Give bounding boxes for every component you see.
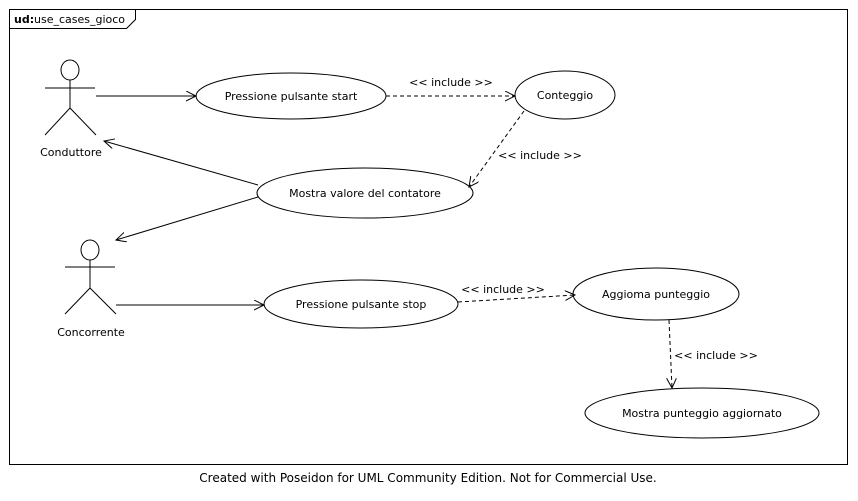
- actor-conduttore[interactable]: [44, 59, 97, 136]
- association-mostra-concorrente: [116, 196, 259, 240]
- use-case-aggiorna-punteggio-label: Aggioma punteggio: [602, 288, 710, 301]
- frame-tab: [9, 9, 136, 29]
- use-case-mostra-punteggio[interactable]: Mostra punteggio aggiornato: [584, 387, 820, 439]
- use-case-mostra-valore-label: Mostra valore del contatore: [289, 187, 441, 200]
- use-case-pressione-start-label: Pressione pulsante start: [225, 90, 358, 103]
- footer-watermark: Created with Poseidon for UML Community …: [199, 471, 656, 485]
- diagram-frame: [9, 9, 848, 465]
- use-case-pressione-start[interactable]: Pressione pulsante start: [195, 72, 387, 120]
- include-label-4: << include >>: [674, 349, 758, 362]
- use-case-pressione-stop-label: Pressione pulsante stop: [296, 298, 427, 311]
- include-conteggio-mostra: [469, 110, 525, 187]
- frame-keyword: ud:: [14, 13, 34, 26]
- use-case-pressione-stop[interactable]: Pressione pulsante stop: [263, 279, 459, 329]
- use-case-conteggio-label: Conteggio: [537, 89, 593, 102]
- include-label-1: << include >>: [409, 76, 493, 89]
- use-case-mostra-punteggio-label: Mostra punteggio aggiornato: [622, 407, 782, 420]
- include-aggiorna-mostra-punteggio: [669, 319, 672, 388]
- frame-name: use_cases_gioco: [34, 13, 125, 26]
- use-case-aggiorna-punteggio[interactable]: Aggioma punteggio: [572, 267, 740, 321]
- association-mostra-conduttore: [104, 141, 259, 186]
- include-label-2: << include >>: [498, 149, 582, 162]
- include-label-3: << include >>: [461, 283, 545, 296]
- include-stop-aggiorna: [457, 295, 575, 303]
- actor-concorrente[interactable]: [64, 239, 117, 315]
- use-case-conteggio[interactable]: Conteggio: [514, 70, 616, 120]
- actor-conduttore-label: Conduttore: [40, 146, 102, 159]
- actor-concorrente-label: Concorrente: [57, 326, 125, 339]
- use-case-mostra-valore[interactable]: Mostra valore del contatore: [256, 167, 474, 219]
